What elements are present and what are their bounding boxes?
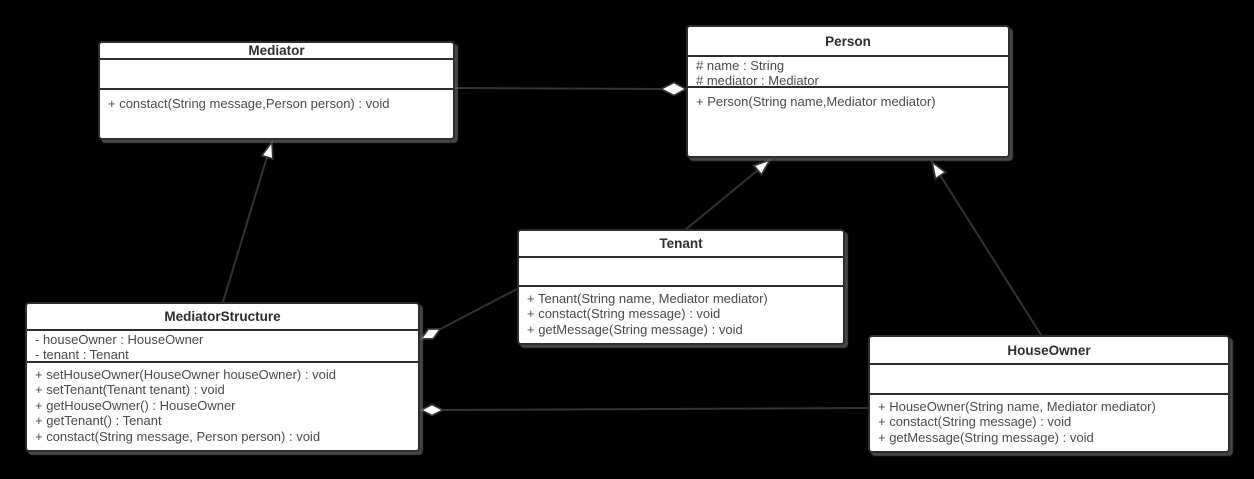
- class-methods: + constact(String message,Person person)…: [100, 88, 453, 138]
- attribute: # mediator : Mediator: [696, 73, 819, 88]
- class-title: Mediator: [248, 43, 305, 58]
- aggregation-diamond-icon: [419, 327, 443, 340]
- edge-tenant-person-generalization: [684, 158, 772, 231]
- attribute: - tenant : Tenant: [35, 346, 129, 362]
- method: + Person(String name,Mediator mediator): [696, 94, 936, 109]
- method: + constact(String message,Person person)…: [108, 96, 390, 111]
- method: + constact(String message, Person person…: [35, 428, 321, 444]
- attribute: # name : String: [696, 58, 785, 73]
- method: + Tenant(String name, Mediator mediator): [527, 290, 768, 306]
- class-title: MediatorStructure: [164, 308, 281, 324]
- class-mediatorstructure[interactable]: MediatorStructure - houseOwner : HouseOw…: [25, 302, 420, 452]
- method: + getMessage(String message) : void: [878, 429, 1094, 445]
- method: + setTenant(Tenant tenant) : void: [35, 382, 225, 397]
- class-methods: + HouseOwner(String name, Mediator media…: [870, 392, 1228, 452]
- class-attributes-empty: [870, 363, 1228, 392]
- class-methods: + setHouseOwner(HouseOwner houseOwner) :…: [27, 360, 418, 451]
- attribute: - houseOwner : HouseOwner: [35, 331, 204, 347]
- class-methods: + Tenant(String name, Mediator mediator)…: [519, 284, 843, 344]
- method: + getHouseOwner() : HouseOwner: [35, 397, 236, 413]
- method: + HouseOwner(String name, Mediator media…: [878, 398, 1156, 414]
- method: + constact(String message) : void: [527, 306, 721, 321]
- method: + getMessage(String message) : void: [527, 321, 743, 337]
- edge-tenant-mediatorstructure-aggregation: [419, 288, 518, 340]
- edge-houseowner-person-generalization: [930, 159, 1044, 339]
- class-tenant[interactable]: Tenant + Tenant(String name, Mediator me…: [517, 229, 845, 345]
- edge-mediatorstructure-mediator-generalization: [222, 139, 274, 303]
- edge-mediator-person-aggregation: [454, 81, 688, 97]
- method: + constact(String message) : void: [878, 414, 1072, 429]
- class-title: HouseOwner: [1007, 342, 1091, 358]
- class-person[interactable]: Person # name : String # mediator : Medi…: [686, 25, 1010, 158]
- method: + setHouseOwner(HouseOwner houseOwner) :…: [35, 366, 336, 382]
- class-attributes: # name : String # mediator : Mediator: [688, 55, 1008, 88]
- generalization-arrowhead-icon: [930, 159, 948, 181]
- class-houseowner[interactable]: HouseOwner + HouseOwner(String name, Med…: [868, 335, 1230, 453]
- method: + getTenant() : Tenant: [35, 413, 162, 428]
- class-title: Person: [825, 33, 871, 49]
- generalization-arrowhead-icon: [260, 139, 274, 161]
- aggregation-diamond-icon: [658, 81, 688, 97]
- class-attributes-empty: [100, 58, 453, 88]
- aggregation-diamond-icon: [418, 403, 446, 417]
- class-title: Tenant: [659, 235, 703, 251]
- class-mediator[interactable]: Mediator + constact(String message,Perso…: [98, 41, 455, 140]
- generalization-arrowhead-icon: [752, 158, 772, 177]
- class-attributes-empty: [519, 255, 843, 285]
- class-methods: + Person(String name,Mediator mediator): [688, 86, 1008, 156]
- class-attributes: - houseOwner : HouseOwner - tenant : Ten…: [27, 328, 418, 362]
- edge-houseowner-mediatorstructure-aggregation: [418, 403, 869, 417]
